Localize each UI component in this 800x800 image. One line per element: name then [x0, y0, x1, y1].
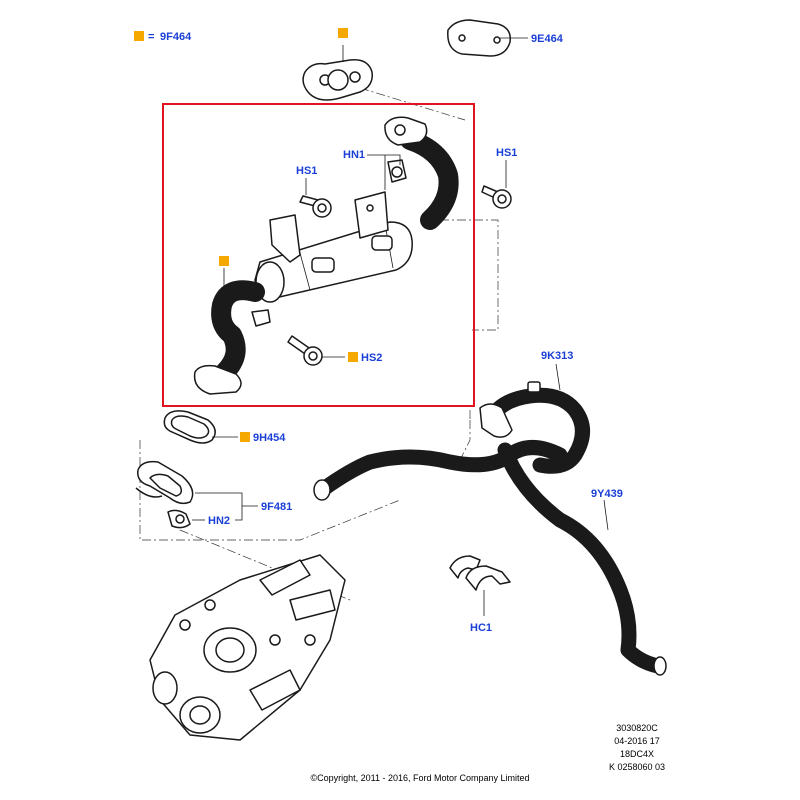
turbocharger-manifold	[149, 554, 346, 741]
plate-9e464: 9E464	[447, 19, 564, 57]
marker-orange-top-icon	[338, 28, 348, 38]
label-9y439: 9Y439	[591, 488, 623, 500]
egr-cooler	[193, 116, 459, 395]
meta-line-3: 18DC4X	[619, 749, 655, 759]
meta-line-1: 3030820C	[616, 723, 658, 733]
meta-line-2: 04-2016 17	[614, 736, 660, 746]
hose-9y439: 9Y439	[313, 440, 667, 676]
label-hn2: HN2	[208, 515, 230, 527]
marker-orange-cooler-icon	[219, 256, 229, 266]
bolt-hs1-right: HS1	[481, 147, 517, 209]
label-hs1-left: HS1	[296, 165, 317, 177]
gasket-9f464	[302, 28, 373, 101]
label-9h454: 9H454	[253, 432, 286, 444]
bolt-hs2: HS2	[287, 335, 382, 366]
label-9k313: 9K313	[541, 350, 573, 362]
label-9f481: 9F481	[261, 501, 292, 513]
clamp-9f481: 9F481 HN2	[135, 460, 292, 529]
label-9e464: 9E464	[531, 33, 564, 45]
marker-orange-9h454-icon	[240, 432, 250, 442]
legend-marker-icon	[134, 31, 144, 41]
label-hs1-right: HS1	[496, 147, 517, 159]
clip-hc1: HC1	[449, 555, 511, 634]
drawing-meta: 3030820C 04-2016 17 18DC4X K 0258060 03	[596, 722, 678, 774]
legend: = 9F464	[134, 31, 192, 43]
copyright: ©Copyright, 2011 - 2016, Ford Motor Comp…	[310, 773, 530, 783]
label-hn1: HN1	[343, 149, 365, 161]
egr-assembly-frame	[162, 103, 475, 407]
marker-orange-hs2-icon	[348, 352, 358, 362]
legend-code: 9F464	[160, 31, 192, 43]
legend-equals: =	[148, 31, 154, 43]
meta-line-4: K 0258060 03	[608, 762, 666, 772]
hose-9k313: 9K313	[479, 350, 590, 474]
bolt-hs1-left: HS1	[296, 165, 332, 218]
nut-hn1: HN1	[343, 149, 407, 190]
label-hc1: HC1	[470, 622, 492, 634]
label-hs2: HS2	[361, 352, 382, 364]
gasket-9h454: 9H454	[163, 410, 286, 444]
